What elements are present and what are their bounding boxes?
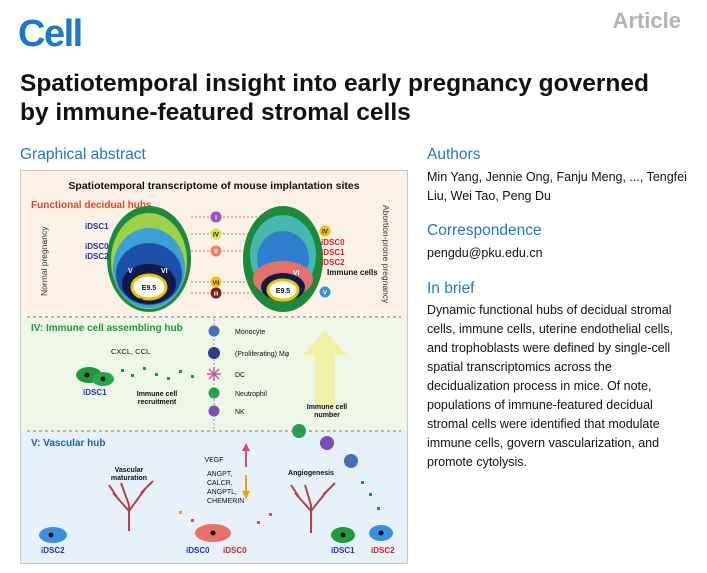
vessel-right-icon (290, 482, 336, 533)
angio-factor-4: CHEMERIN (207, 498, 244, 505)
article-title: Spatiotemporal insight into early pregna… (20, 70, 649, 126)
normal-pregnancy-label: Normal pregnancy (39, 226, 49, 296)
left-implantation-site (107, 206, 191, 312)
right-label-idsc0: iDSC0 (321, 238, 345, 247)
right-numeral-v: V (323, 291, 327, 297)
immune-type-nk: NK (235, 409, 245, 416)
left-label-idsc1: iDSC1 (85, 222, 109, 231)
right-immune-cells-label: Immune cells (327, 268, 378, 277)
hub-marker-iv (210, 228, 222, 240)
graphical-abstract-figure: Spatiotemporal transcriptome of mouse im… (20, 170, 408, 564)
right-label-idsc2: iDSC2 (321, 258, 345, 267)
vessel-left-icon (108, 480, 154, 531)
vascular-factor-dots (179, 481, 380, 524)
nk-cell-icon (208, 405, 220, 417)
left-label-idsc0: iDSC0 (85, 242, 109, 251)
left-numeral-v: V (128, 268, 133, 275)
idsc1-cells-immune (76, 367, 114, 386)
hub-marker-iii (210, 287, 222, 299)
authors-heading: Authors (427, 146, 481, 163)
right-marker-v (319, 286, 331, 298)
hub-numeral-i: I (215, 215, 217, 222)
macrophage-icon (208, 347, 220, 359)
in-brief-heading: In brief (427, 280, 475, 297)
figure-canvas: Spatiotemporal transcriptome of mouse im… (21, 171, 407, 563)
left-numeral-vi: VI (161, 268, 168, 275)
cell-idsc2-right (369, 525, 393, 541)
immune-idsc1-label: iDSC1 (83, 388, 107, 397)
cell-idsc2-left (39, 527, 67, 543)
hub-numeral-ii: II (214, 249, 218, 256)
vegf-label: VEGF (204, 457, 223, 464)
right-stage-label: E9.5 (276, 288, 291, 295)
bottom-idsc2-right: iDSC2 (371, 546, 395, 555)
right-numeral-vi: VI (293, 270, 300, 277)
bottom-idsc2-left: iDSC2 (41, 546, 65, 555)
chemokine-dots (121, 367, 194, 380)
immune-number-arrow (303, 331, 347, 407)
immune-type-monocyte: Monocyte (235, 329, 265, 336)
right-implantation-site (243, 206, 323, 312)
correspondence-heading: Correspondence (427, 222, 542, 239)
graphical-abstract-heading: Graphical abstract (20, 146, 146, 163)
cell-idsc1-right (331, 527, 355, 543)
immune-hub-title: IV: Immune cell assembling hub (31, 323, 183, 334)
angio-factor-2: CALCR, (207, 480, 233, 487)
neutrophil-icon (208, 387, 220, 399)
article-type-label: Article (612, 8, 681, 33)
hubs-label: Functional decidual hubs (31, 200, 152, 211)
in-brief-text: Dynamic functional hubs of decidual stro… (427, 303, 673, 469)
hub-marker-vii (210, 276, 222, 288)
hub-marker-i (210, 211, 222, 223)
hub-numeral-iv: IV (213, 233, 219, 239)
cell-idsc0-center (195, 524, 231, 542)
correspondence-email[interactable]: pengdu@pku.edu.cn (427, 246, 543, 260)
vascular-neutrophil-icon (292, 424, 306, 438)
vascular-nk-icon (320, 436, 334, 450)
authors-list: Min Yang, Jennie Ong, Fanju Meng, ..., T… (427, 170, 687, 203)
chemokines-label: CXCL, CCL (111, 347, 150, 356)
left-numeral-ii: II (139, 298, 143, 305)
monocyte-icon (208, 325, 220, 337)
angio-factor-3: ANGPTL, (207, 489, 237, 496)
panel-vascular-bg (21, 431, 407, 563)
abortion-prone-label: Abortion-prone pregnancy (381, 205, 391, 304)
dendritic-cell-icon (207, 367, 221, 381)
right-marker-iv (319, 225, 331, 237)
right-numeral-iv: IV (322, 230, 328, 236)
bottom-idsc1-right: iDSC1 (331, 546, 355, 555)
angiogenesis-label: Angiogenesis (288, 470, 334, 477)
immune-type-neutrophil: Neutrophil (235, 391, 267, 398)
left-label-idsc2: iDSC2 (85, 252, 109, 261)
angio-down-arrowhead (242, 491, 250, 499)
hub-numeral-iii: III (214, 292, 219, 298)
angio-factor-1: ANGPT, (207, 471, 232, 478)
vascular-monocyte-icon (344, 454, 358, 468)
bottom-idsc0-blue: iDSC0 (186, 546, 210, 555)
immune-type-dc: DC (235, 372, 245, 379)
journal-logo: Cell (18, 13, 83, 55)
right-label-idsc1: iDSC1 (321, 248, 345, 257)
vegf-up-arrowhead (242, 443, 250, 451)
left-stage-label: E9.5 (142, 285, 157, 292)
hub-marker-ii (210, 245, 222, 257)
vascular-hub-title: V: Vascular hub (31, 438, 105, 449)
figure-top-title: Spatiotemporal transcriptome of mouse im… (68, 180, 359, 192)
bottom-idsc0-red: iDSC0 (223, 546, 247, 555)
hub-numeral-vii: VII (213, 281, 220, 287)
immune-type-macrophage: (Proliferating) Mφ (235, 351, 290, 358)
